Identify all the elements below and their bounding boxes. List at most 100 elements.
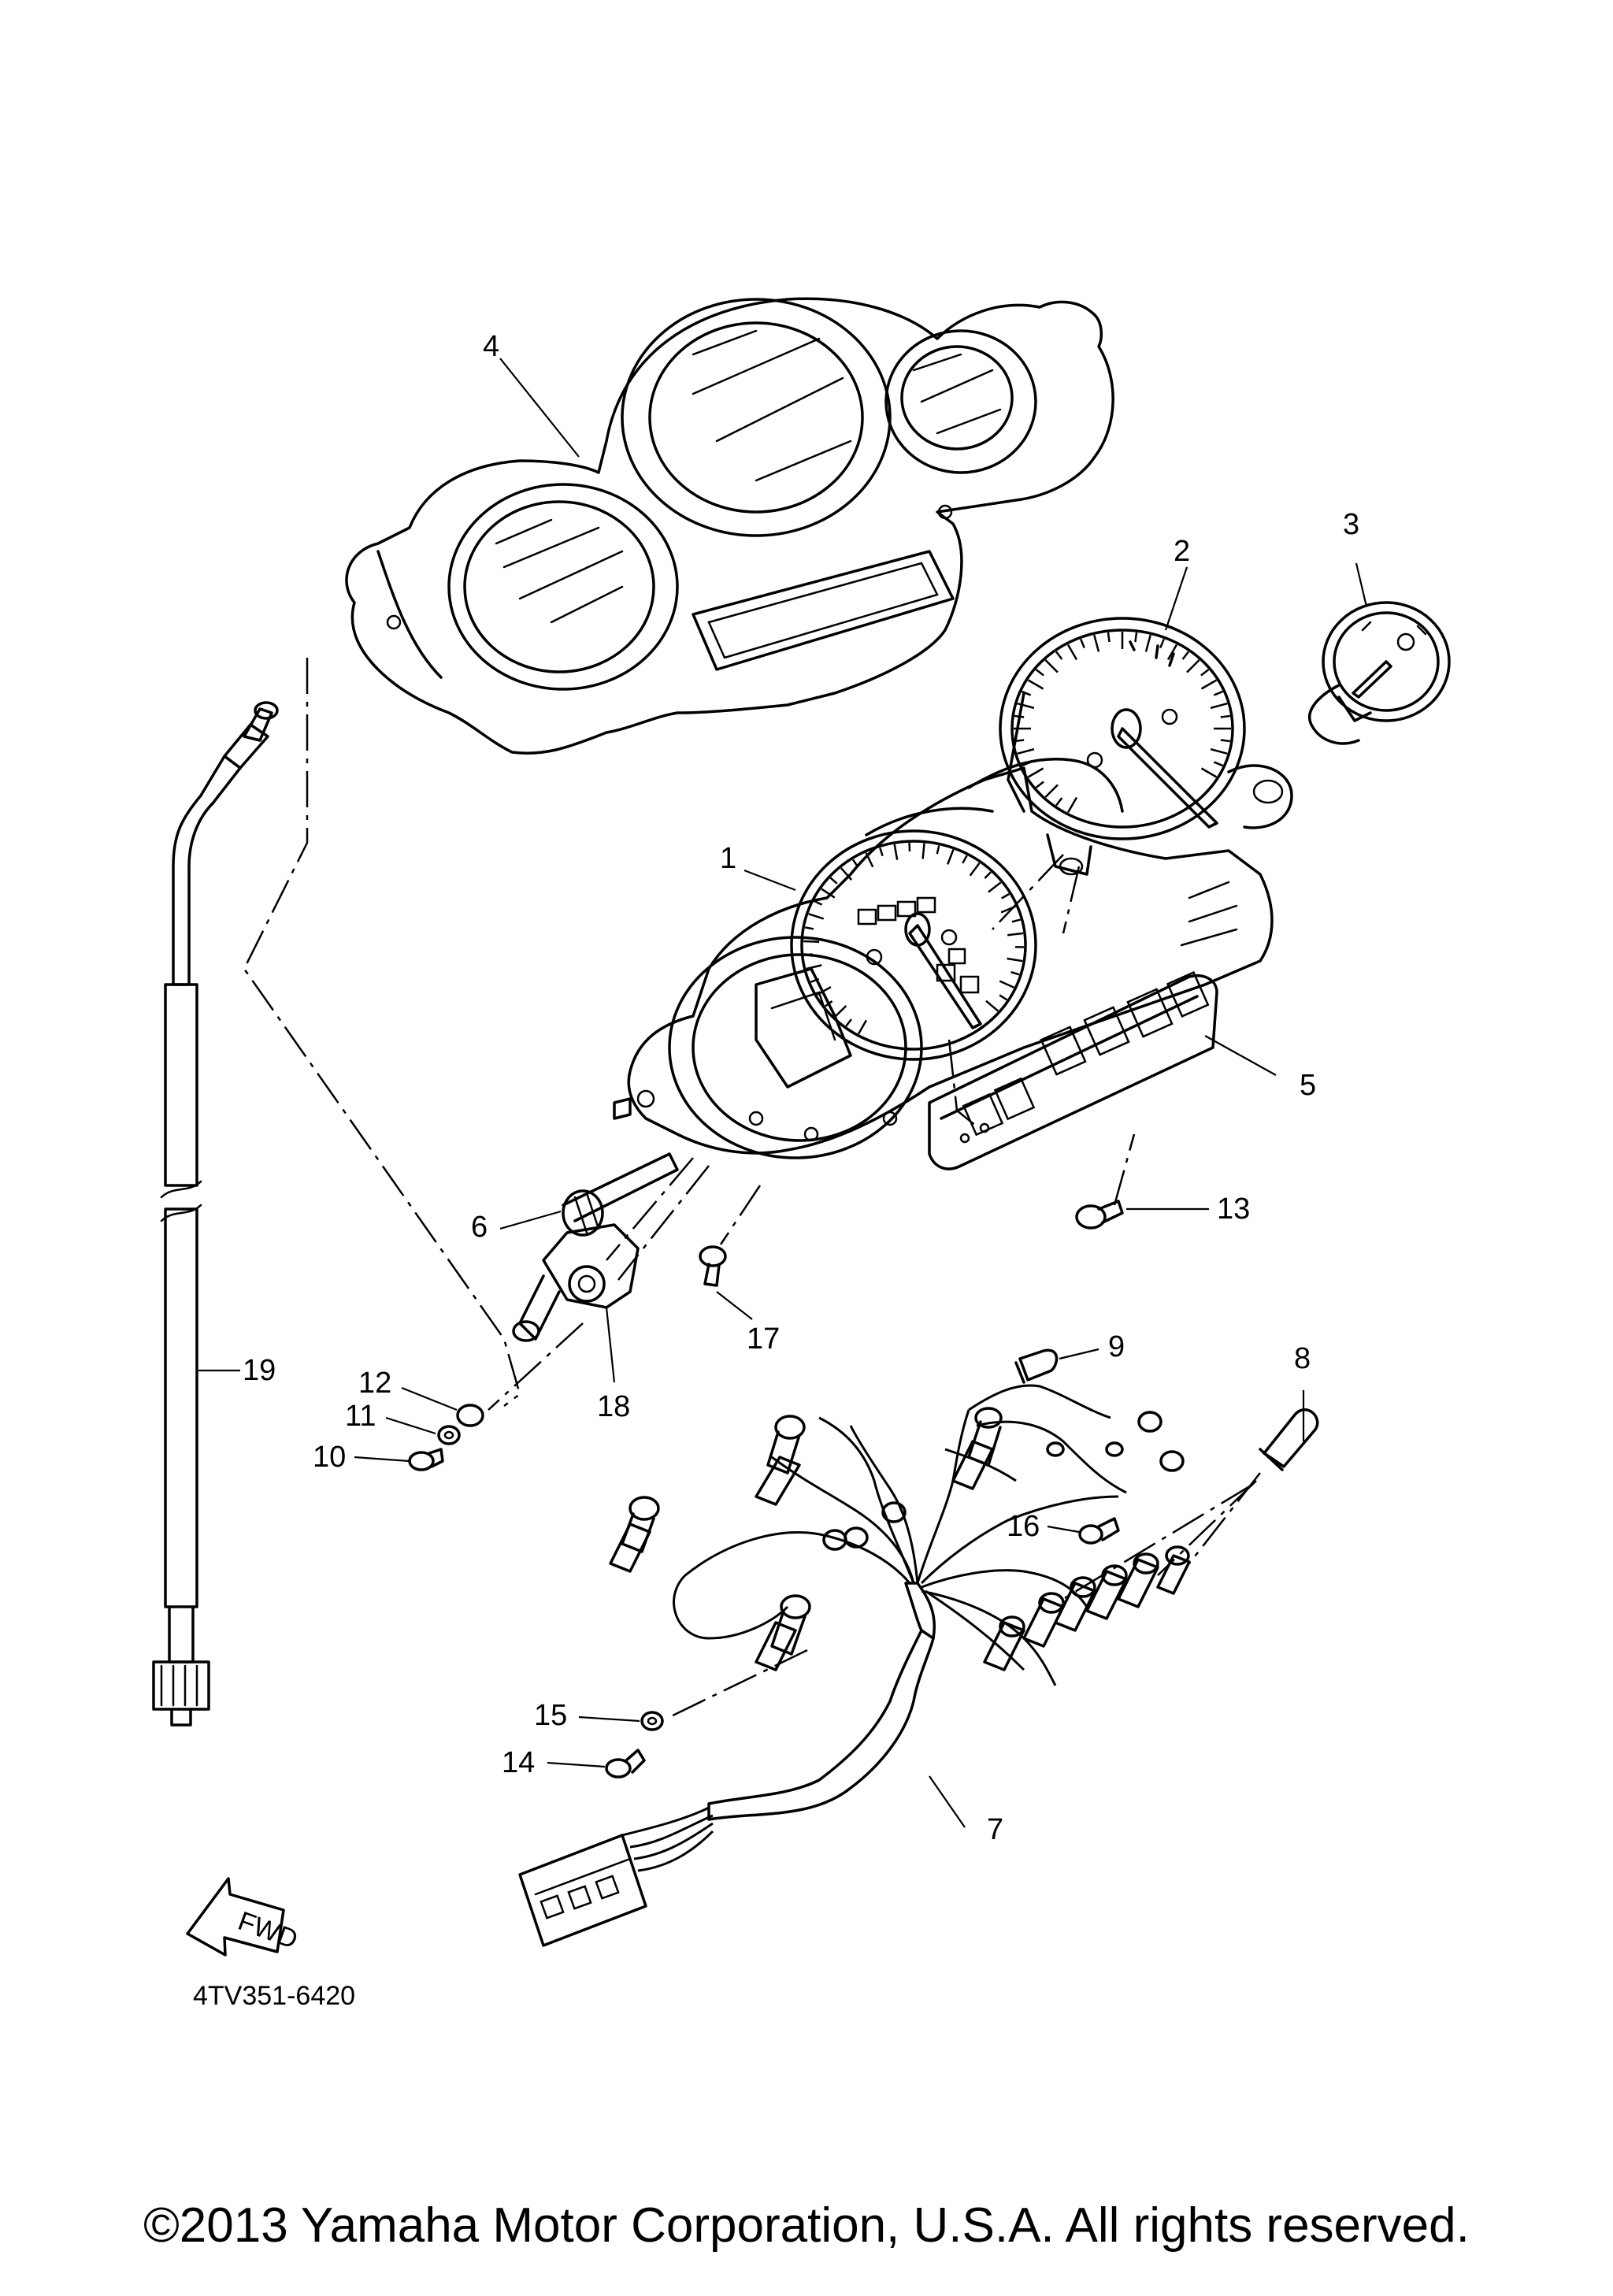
assembly-lines bbox=[243, 658, 1261, 1719]
dial-tick bbox=[804, 926, 814, 930]
dial-tick bbox=[1186, 659, 1200, 673]
screw-part-17 bbox=[699, 1245, 727, 1287]
dial-tick bbox=[1213, 690, 1223, 696]
callout-15: 15 bbox=[534, 1699, 567, 1732]
dial-tick bbox=[857, 1019, 868, 1035]
callout-1: 1 bbox=[720, 842, 736, 875]
ring-terminals bbox=[822, 1411, 1185, 1551]
callout-14: 14 bbox=[502, 1746, 535, 1779]
callout-7: 7 bbox=[987, 1813, 1003, 1846]
dial-tick bbox=[1011, 918, 1021, 923]
meter-case bbox=[613, 758, 1274, 1159]
tachometer-part-2 bbox=[999, 617, 1293, 840]
callout-6: 6 bbox=[471, 1211, 488, 1244]
dial-tick bbox=[1181, 651, 1190, 660]
screw-part-16 bbox=[1078, 1517, 1120, 1545]
dial-tick bbox=[834, 1005, 847, 1018]
screw-part-14 bbox=[605, 1749, 646, 1779]
dial-tick bbox=[1035, 781, 1044, 788]
meter-cover-part-4 bbox=[345, 297, 1114, 755]
dial-tick bbox=[1022, 690, 1032, 696]
dial-tick bbox=[921, 843, 925, 859]
dial-tick bbox=[1200, 669, 1210, 677]
dial-tick bbox=[1014, 714, 1025, 718]
bulb-part-9 bbox=[1014, 1348, 1059, 1384]
dial-tick bbox=[893, 844, 899, 860]
dial-tick bbox=[999, 994, 1008, 1001]
dial-tick bbox=[1159, 638, 1165, 649]
callout-9: 9 bbox=[1108, 1330, 1125, 1363]
dial-tick bbox=[1210, 702, 1228, 710]
speedometer-part-1 bbox=[790, 829, 1037, 1061]
dial-tick bbox=[1055, 797, 1063, 807]
dial-tick bbox=[821, 888, 836, 899]
dial-tick bbox=[1210, 747, 1228, 755]
dial-tick bbox=[1027, 679, 1044, 690]
harness-connector bbox=[518, 1806, 714, 1947]
dial-tick bbox=[845, 1018, 852, 1027]
dial-tick bbox=[1200, 767, 1218, 778]
fuel-gauge-part-3 bbox=[1308, 601, 1451, 745]
dial-tick bbox=[1017, 702, 1035, 710]
callout-12: 12 bbox=[358, 1367, 391, 1400]
indicator-panel-part-5 bbox=[928, 970, 1218, 1170]
callout-8: 8 bbox=[1294, 1342, 1311, 1375]
dial-tick bbox=[988, 881, 1002, 893]
callout-17: 17 bbox=[747, 1322, 780, 1356]
dial-tick bbox=[1017, 747, 1035, 755]
dial-tick bbox=[829, 877, 838, 885]
dial-tick bbox=[962, 855, 968, 864]
callout-16: 16 bbox=[1007, 1510, 1040, 1543]
dial-tick bbox=[1066, 796, 1078, 814]
forward-direction-arrow: FWD bbox=[186, 1877, 302, 1957]
washer-part-15 bbox=[640, 1711, 664, 1731]
dial-tick bbox=[1055, 651, 1063, 660]
dial-tick bbox=[1134, 632, 1138, 643]
dial-tick bbox=[840, 867, 853, 881]
dial-tick bbox=[969, 862, 981, 877]
dial-tick bbox=[1044, 784, 1059, 798]
dial-tick bbox=[808, 913, 825, 920]
meter-cable-part-19 bbox=[152, 701, 279, 1727]
dial-tick bbox=[1027, 767, 1044, 778]
screw-part-13 bbox=[1075, 1200, 1124, 1230]
callout-4: 4 bbox=[483, 330, 499, 363]
fwd-label: FWD bbox=[234, 1906, 302, 1955]
dial-tick bbox=[1035, 669, 1044, 677]
screw-part-10 bbox=[408, 1448, 444, 1471]
callout-10: 10 bbox=[313, 1441, 346, 1474]
dial-tick bbox=[1010, 970, 1020, 976]
dial-tick bbox=[1007, 932, 1024, 937]
dial-tick bbox=[1213, 761, 1223, 767]
dial-tick bbox=[1001, 892, 1010, 899]
callout-labels: 4 2 3 1 5 6 7 8 9 10 11 12 13 14 15 16 1… bbox=[243, 330, 1359, 1846]
dial-tick bbox=[984, 871, 992, 879]
dial-tick bbox=[1080, 638, 1085, 649]
dial-tick bbox=[1200, 679, 1218, 690]
callout-2: 2 bbox=[1174, 535, 1190, 568]
diagram-code: 4TV351-6420 bbox=[193, 1981, 355, 2011]
dial-tick bbox=[936, 845, 940, 855]
dial-tick bbox=[985, 1000, 999, 1012]
dial-tick bbox=[999, 980, 1014, 989]
wire-harness-part-7 bbox=[518, 1384, 1191, 1947]
dial-tick bbox=[1107, 632, 1111, 643]
dial-tick bbox=[803, 940, 820, 943]
dial-tick bbox=[947, 849, 955, 865]
gear-unit-part-18 bbox=[512, 1223, 640, 1342]
dial-tick bbox=[1166, 644, 1178, 661]
washer-part-11 bbox=[437, 1425, 461, 1445]
dial-tick bbox=[1044, 659, 1059, 673]
callout-5: 5 bbox=[1300, 1069, 1316, 1102]
dial-tick bbox=[814, 899, 823, 906]
dial-tick bbox=[1144, 634, 1151, 652]
callout-11: 11 bbox=[345, 1400, 376, 1433]
dial-tick bbox=[1220, 739, 1230, 743]
callout-19: 19 bbox=[243, 1354, 276, 1387]
dial-tick bbox=[879, 847, 884, 857]
dial-tick bbox=[1014, 739, 1025, 743]
bulb-part-8 bbox=[1259, 1408, 1319, 1471]
callout-3: 3 bbox=[1343, 508, 1359, 541]
